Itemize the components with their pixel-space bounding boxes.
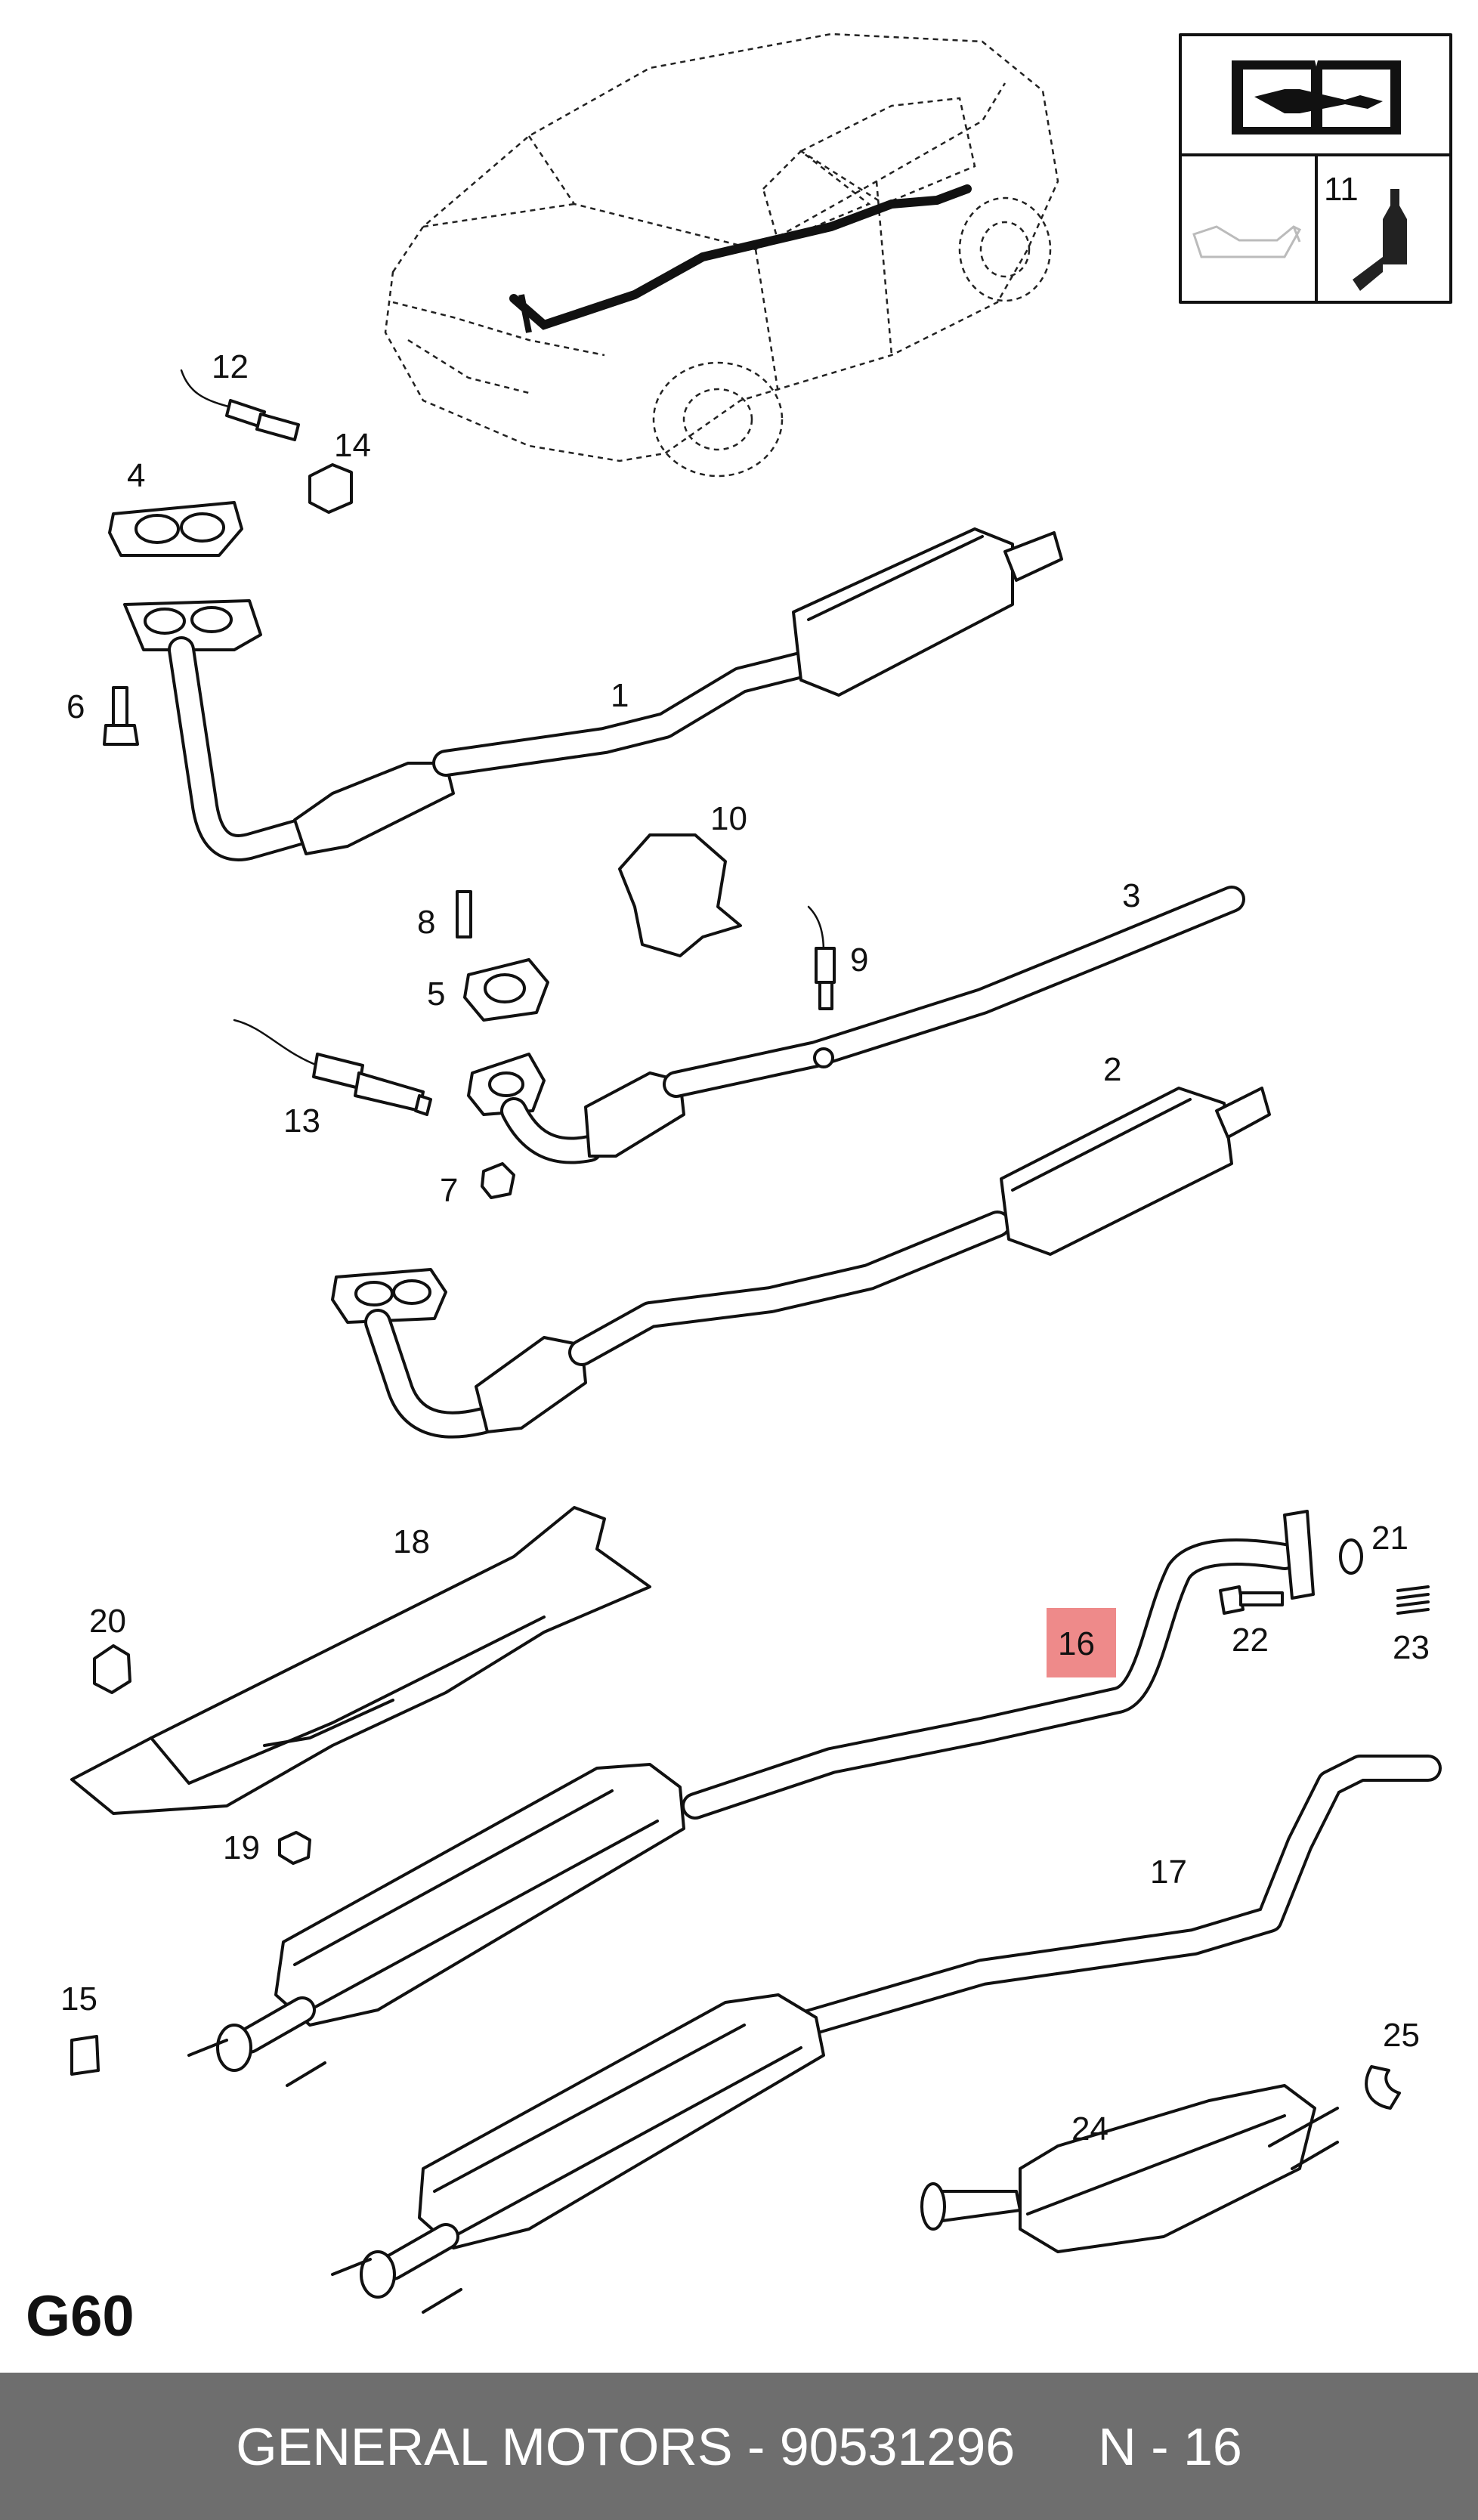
gasket-4 (108, 501, 243, 557)
front-pipe-3 (467, 886, 1245, 1164)
sealant-tube-icon (1353, 189, 1407, 291)
heat-shield-18 (70, 1506, 651, 1815)
gasket-21 (1339, 1538, 1363, 1575)
callout-2: 2 (1103, 1051, 1121, 1088)
nut-7 (481, 1162, 515, 1199)
callout-11: 11 (1324, 171, 1359, 208)
footer-part-number: GENERAL MOTORS - 90531296 (236, 2416, 1016, 2476)
callout-10: 10 (710, 800, 747, 837)
callout-20: 20 (89, 1603, 126, 1640)
nut-19 (278, 1831, 311, 1865)
oil-can-icon (1192, 225, 1302, 258)
legend-box: 11 (1179, 33, 1452, 304)
bolt-22 (1219, 1585, 1284, 1615)
exhaust-silencer-16 (187, 1510, 1315, 2087)
bolt-6 (103, 686, 139, 746)
oxygen-sensor-12 (180, 369, 300, 441)
callout-9: 9 (850, 942, 868, 979)
clamp-25 (1365, 2065, 1401, 2110)
callout-25: 25 (1383, 2017, 1420, 2054)
callout-15: 15 (60, 1980, 97, 2018)
callout-12: 12 (212, 348, 249, 385)
spring-23 (1396, 1585, 1430, 1615)
callout-24: 24 (1071, 2110, 1108, 2147)
front-exhaust-2 (331, 1087, 1271, 1439)
callout-18: 18 (393, 1523, 430, 1560)
oxygen-sensor-13 (233, 1019, 432, 1116)
car-illustration (384, 32, 1059, 478)
footer-position: N - 16 (1098, 2416, 1242, 2476)
stud-8 (456, 890, 472, 938)
rubber-hanger-15 (70, 2035, 100, 2076)
callout-19: 19 (223, 1829, 260, 1866)
callout-14: 14 (334, 427, 371, 464)
bracket-10 (618, 833, 742, 957)
exhaust-parts-diagram: 11 12 14 4 1 6 10 8 (60, 32, 1452, 2314)
rear-silencer-24 (920, 2084, 1339, 2253)
bush-14 (308, 463, 353, 514)
exhaust-front-pipe-1 (123, 527, 1063, 861)
callout-23: 23 (1393, 1629, 1430, 1666)
callout-16-highlight (1047, 1608, 1116, 1677)
repair-manual-icon (1232, 60, 1401, 135)
callout-3: 3 (1122, 877, 1140, 914)
flange-5 (463, 958, 549, 1022)
callout-17: 17 (1150, 1854, 1187, 1891)
callout-16: 16 (1058, 1625, 1095, 1662)
oxygen-sensor-9 (807, 905, 836, 1010)
callout-13: 13 (283, 1102, 320, 1139)
callout-22: 22 (1232, 1622, 1269, 1659)
exhaust-silencer-17 (331, 1755, 1442, 2314)
callout-1: 1 (611, 677, 629, 714)
footer-bar: GENERAL MOTORS - 90531296 N - 16 (0, 2373, 1478, 2520)
callout-21: 21 (1371, 1520, 1408, 1557)
callout-6: 6 (66, 688, 85, 725)
callout-5: 5 (427, 976, 445, 1013)
callout-4: 4 (127, 457, 145, 494)
callout-8: 8 (417, 904, 435, 941)
diagram-code: G60 (26, 2284, 135, 2348)
nut-20 (93, 1644, 131, 1694)
callout-7: 7 (440, 1172, 458, 1209)
